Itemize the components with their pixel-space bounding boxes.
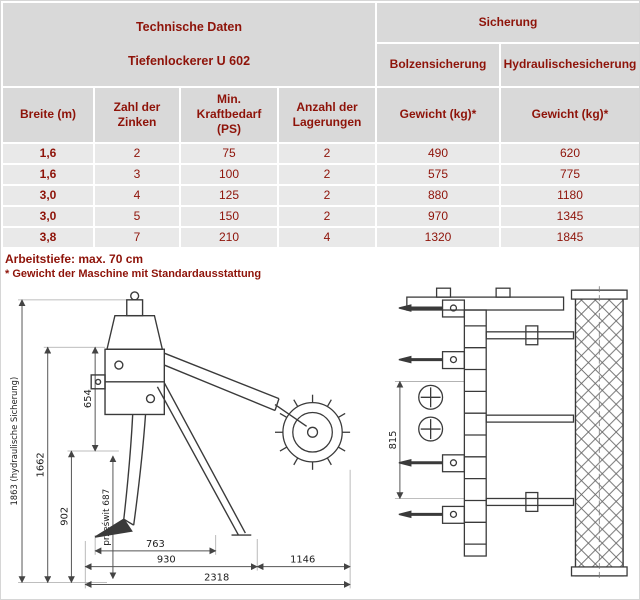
dim-763-label: 763	[146, 538, 165, 549]
dim-930-label: 930	[157, 554, 176, 565]
cell-gewicht-hydraulisch: 1345	[501, 206, 639, 226]
cell-kraftbedarf: 210	[181, 227, 277, 247]
cage-roller	[570, 285, 628, 580]
subheader-bolzensicherung: Bolzensicherung	[377, 43, 499, 86]
subheader-hydraulischesicherung: Hydraulischesicherung	[501, 43, 639, 86]
col-header-gewicht-bolzen: Gewicht (kg)*	[377, 87, 499, 142]
dimension-labels: 1863 (hydraulische Sicherung) 1662 902 6…	[9, 376, 315, 583]
cell-gewicht-bolzen: 490	[377, 143, 499, 163]
col-header-lagerungen: Anzahl der Lagerungen	[279, 87, 375, 142]
gauge-wheel	[418, 415, 444, 442]
shank	[123, 413, 134, 519]
table-title-line1: Technische Daten	[135, 20, 243, 34]
top-link-eye	[130, 290, 140, 301]
cell-breite: 3,0	[3, 206, 93, 226]
side-view-drawing: 1863 (hydraulische Sicherung) 1662 902 6…	[9, 290, 351, 588]
table-title-line2: Tiefenlockerer U 602	[127, 53, 251, 68]
cell-gewicht-bolzen: 880	[377, 185, 499, 205]
hitch-mast	[106, 314, 164, 350]
note-arbeitstiefe: Arbeitstiefe: max. 70 cm	[5, 251, 144, 266]
cell-lagerungen: 2	[279, 206, 375, 226]
cell-zinken: 5	[95, 206, 179, 226]
cell-breite: 3,8	[3, 227, 93, 247]
cell-lagerungen: 2	[279, 143, 375, 163]
tine-unit	[398, 453, 466, 472]
cell-gewicht-hydraulisch: 1180	[501, 185, 639, 205]
cell-breite: 1,6	[3, 143, 93, 163]
rear-beam	[164, 352, 280, 399]
cell-lagerungen: 2	[279, 185, 375, 205]
cell-breite: 1,6	[3, 164, 93, 184]
cell-kraftbedarf: 75	[181, 143, 277, 163]
cell-gewicht-hydraulisch: 775	[501, 164, 639, 184]
dim-654-label: 654	[83, 389, 94, 408]
cell-gewicht-bolzen: 1320	[377, 227, 499, 247]
roller-arm	[485, 330, 575, 339]
center-frame	[463, 308, 487, 557]
tine-unit	[398, 505, 466, 524]
dim-687-label: prześwit 687	[101, 488, 112, 545]
cell-breite: 3,0	[3, 185, 93, 205]
cell-zinken: 3	[95, 164, 179, 184]
extension-lines	[394, 380, 465, 499]
dim-902-label: 902	[59, 506, 70, 525]
tine-unit	[398, 298, 466, 318]
extension-lines	[18, 298, 351, 588]
note-gewicht-footnote: * Gewicht der Maschine mit Standardausst…	[5, 267, 262, 280]
cell-lagerungen: 2	[279, 164, 375, 184]
col-header-kraftbedarf: Min. Kraftbedarf (PS)	[181, 87, 277, 142]
cell-gewicht-bolzen: 575	[377, 164, 499, 184]
machine-side-view	[90, 290, 308, 538]
dim-1863-label: 1863 (hydraulische Sicherung)	[9, 376, 19, 505]
cell-gewicht-hydraulisch: 1845	[501, 227, 639, 247]
cell-zinken: 7	[95, 227, 179, 247]
wheel-arm	[274, 403, 308, 427]
tine-unit	[398, 350, 466, 369]
table-row: 1,6 3 100 2 575 775	[3, 164, 639, 184]
table-row: 1,6 2 75 2 490 620	[3, 143, 639, 163]
support-strut	[163, 382, 246, 533]
cell-gewicht-hydraulisch: 620	[501, 143, 639, 163]
table-row: 3,8 7 210 4 1320 1845	[3, 227, 639, 247]
table-title-cell: Technische Daten Tiefenlockerer U 602	[3, 3, 375, 86]
notes-section: Arbeitstiefe: max. 70 cm * Gewicht der M…	[1, 249, 639, 280]
drawings-section: 1863 (hydraulische Sicherung) 1662 902 6…	[1, 279, 639, 599]
share-point	[94, 517, 133, 538]
dim-1662-label: 1662	[36, 452, 47, 477]
top-link-cylinder	[126, 298, 144, 316]
col-header-breite: Breite (m)	[3, 87, 93, 142]
cell-kraftbedarf: 150	[181, 206, 277, 226]
dim-1146-label: 1146	[290, 554, 315, 565]
cell-kraftbedarf: 100	[181, 164, 277, 184]
col-header-zinken: Zahl der Zinken	[95, 87, 179, 142]
machine-rear-view	[398, 287, 575, 557]
table-row: 3,0 4 125 2 880 1180	[3, 185, 639, 205]
cell-kraftbedarf: 125	[181, 185, 277, 205]
cell-lagerungen: 4	[279, 227, 375, 247]
dim-815-label: 815	[388, 430, 399, 449]
packer-wheel	[275, 394, 351, 470]
cell-gewicht-bolzen: 970	[377, 206, 499, 226]
dim-2318-label: 2318	[204, 572, 229, 583]
roller-arm	[485, 497, 575, 506]
rear-view-drawing: 815	[388, 285, 628, 580]
lower-hitch	[90, 373, 106, 389]
col-header-gewicht-hydraulisch: Gewicht (kg)*	[501, 87, 639, 142]
cell-zinken: 4	[95, 185, 179, 205]
roller-arm	[485, 414, 575, 423]
dimension-lines	[18, 298, 351, 588]
spec-table: Technische Daten Tiefenlockerer U 602 Si…	[1, 1, 639, 249]
cell-zinken: 2	[95, 143, 179, 163]
table-row: 3,0 5 150 2 970 1345	[3, 206, 639, 226]
group-header-sicherung: Sicherung	[377, 3, 639, 42]
gauge-wheel	[418, 384, 444, 410]
